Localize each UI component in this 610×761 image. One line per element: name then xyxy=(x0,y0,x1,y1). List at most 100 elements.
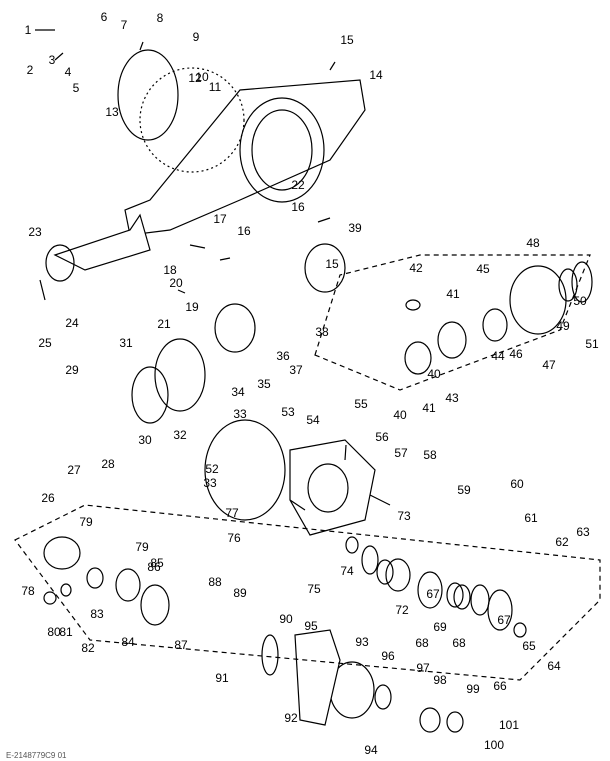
callout-87: 87 xyxy=(174,638,188,652)
callout-17: 17 xyxy=(213,212,227,226)
callout-1: 1 xyxy=(24,23,32,37)
callout-49: 49 xyxy=(556,319,570,333)
callout-94: 94 xyxy=(364,743,378,757)
callout-11: 11 xyxy=(208,80,222,94)
callout-16: 16 xyxy=(291,200,305,214)
callout-63: 63 xyxy=(576,525,590,539)
callout-36: 36 xyxy=(276,349,290,363)
callout-62: 62 xyxy=(555,535,569,549)
callout-16: 16 xyxy=(237,224,251,238)
callout-50: 50 xyxy=(573,294,587,308)
callout-39: 39 xyxy=(348,221,362,235)
callout-4: 4 xyxy=(64,65,72,79)
callout-69: 69 xyxy=(433,620,447,634)
callout-93: 93 xyxy=(355,635,369,649)
callout-8: 8 xyxy=(156,11,164,25)
callout-83: 83 xyxy=(90,607,104,621)
callout-40: 40 xyxy=(427,367,441,381)
callout-10: 10 xyxy=(195,70,209,84)
callout-46: 46 xyxy=(509,347,523,361)
callout-67: 67 xyxy=(426,587,440,601)
callout-56: 56 xyxy=(375,430,389,444)
callout-86: 86 xyxy=(147,560,161,574)
callout-97: 97 xyxy=(416,661,430,675)
callout-7: 7 xyxy=(120,18,128,32)
callout-35: 35 xyxy=(257,377,271,391)
callout-27: 27 xyxy=(67,463,81,477)
callout-40: 40 xyxy=(393,408,407,422)
callout-67: 67 xyxy=(497,613,511,627)
callout-26: 26 xyxy=(41,491,55,505)
callout-68: 68 xyxy=(415,636,429,650)
callout-14: 14 xyxy=(369,68,383,82)
callout-32: 32 xyxy=(173,428,187,442)
callout-84: 84 xyxy=(121,635,135,649)
callout-81: 81 xyxy=(59,625,73,639)
callout-47: 47 xyxy=(542,358,556,372)
callout-22: 22 xyxy=(291,178,305,192)
callout-19: 19 xyxy=(185,300,199,314)
callout-72: 72 xyxy=(395,603,409,617)
callout-31: 31 xyxy=(119,336,133,350)
callout-45: 45 xyxy=(476,262,490,276)
callout-9: 9 xyxy=(192,30,200,44)
callout-44: 44 xyxy=(491,349,505,363)
callout-41: 41 xyxy=(422,401,436,415)
callout-55: 55 xyxy=(354,397,368,411)
callout-60: 60 xyxy=(510,477,524,491)
callout-65: 65 xyxy=(522,639,536,653)
callout-88: 88 xyxy=(208,575,222,589)
callout-77: 77 xyxy=(225,506,239,520)
callout-37: 37 xyxy=(289,363,303,377)
callout-15: 15 xyxy=(325,257,339,271)
callout-95: 95 xyxy=(304,619,318,633)
callout-2: 2 xyxy=(26,63,34,77)
callout-3: 3 xyxy=(48,53,56,67)
callout-42: 42 xyxy=(409,261,423,275)
callout-41: 41 xyxy=(446,287,460,301)
drawing-code: E-2148779C9 01 xyxy=(6,751,67,760)
callout-76: 76 xyxy=(227,531,241,545)
callout-64: 64 xyxy=(547,659,561,673)
callout-38: 38 xyxy=(315,325,329,339)
callout-48: 48 xyxy=(526,236,540,250)
callout-78: 78 xyxy=(21,584,35,598)
callout-90: 90 xyxy=(279,612,293,626)
callout-13: 13 xyxy=(105,105,119,119)
callout-43: 43 xyxy=(445,391,459,405)
callout-15: 15 xyxy=(340,33,354,47)
callout-53: 53 xyxy=(281,405,295,419)
callout-99: 99 xyxy=(466,682,480,696)
callout-51: 51 xyxy=(585,337,599,351)
callout-52: 52 xyxy=(205,462,219,476)
callout-21: 21 xyxy=(157,317,171,331)
callout-89: 89 xyxy=(233,586,247,600)
callout-98: 98 xyxy=(433,673,447,687)
callout-75: 75 xyxy=(307,582,321,596)
callout-20: 20 xyxy=(169,276,183,290)
callout-54: 54 xyxy=(306,413,320,427)
callout-6: 6 xyxy=(100,10,108,24)
callout-33: 33 xyxy=(203,476,217,490)
callout-92: 92 xyxy=(284,711,298,725)
callout-23: 23 xyxy=(28,225,42,239)
callout-28: 28 xyxy=(101,457,115,471)
callout-79: 79 xyxy=(135,540,149,554)
callout-24: 24 xyxy=(65,316,79,330)
callout-101: 101 xyxy=(498,718,520,732)
callout-25: 25 xyxy=(38,336,52,350)
callout-30: 30 xyxy=(138,433,152,447)
callout-73: 73 xyxy=(397,509,411,523)
callout-80: 80 xyxy=(47,625,61,639)
callout-61: 61 xyxy=(524,511,538,525)
callout-85: 85 xyxy=(150,556,164,570)
callout-91: 91 xyxy=(215,671,229,685)
callout-33: 33 xyxy=(233,407,247,421)
callout-34: 34 xyxy=(231,385,245,399)
callout-57: 57 xyxy=(394,446,408,460)
callout-18: 18 xyxy=(163,263,177,277)
callout-12: 12 xyxy=(188,71,202,85)
callout-96: 96 xyxy=(381,649,395,663)
